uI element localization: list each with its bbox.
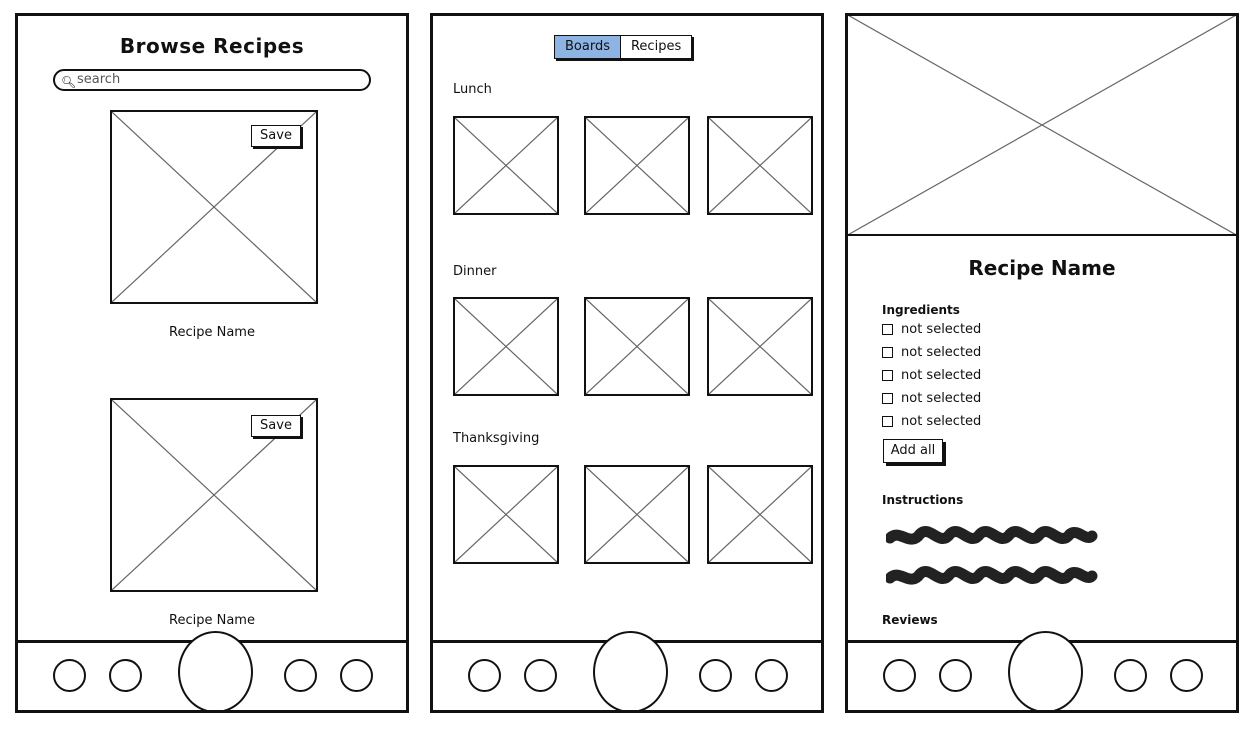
nav-circle-button[interactable] bbox=[284, 659, 317, 692]
recipe-name: Recipe Name bbox=[169, 325, 255, 340]
section-label-dinner: Dinner bbox=[453, 264, 497, 279]
home-button[interactable] bbox=[593, 631, 668, 710]
nav-circle-button[interactable] bbox=[1170, 659, 1203, 692]
bottom-nav-bar bbox=[18, 631, 406, 710]
hero-image bbox=[848, 16, 1236, 236]
ingredient-label: not selected bbox=[901, 391, 982, 406]
board-thumbnail[interactable] bbox=[453, 465, 559, 564]
recipe-name: Recipe Name bbox=[169, 613, 255, 628]
nav-circle-button[interactable] bbox=[340, 659, 373, 692]
board-thumbnail[interactable] bbox=[453, 297, 559, 396]
ingredient-row[interactable]: not selected bbox=[882, 368, 981, 383]
search-placeholder: search bbox=[77, 72, 121, 87]
board-thumbnail[interactable] bbox=[584, 465, 690, 564]
nav-circle-button[interactable] bbox=[939, 659, 972, 692]
nav-circle-button[interactable] bbox=[53, 659, 86, 692]
checkbox[interactable] bbox=[882, 393, 893, 404]
board-thumbnail[interactable] bbox=[584, 297, 690, 396]
ingredients-heading: Ingredients bbox=[882, 303, 960, 317]
ingredient-label: not selected bbox=[901, 414, 982, 429]
nav-circle-button[interactable] bbox=[524, 659, 557, 692]
board-thumbnail[interactable] bbox=[707, 465, 813, 564]
nav-circle-button[interactable] bbox=[468, 659, 501, 692]
tab-recipes[interactable]: Recipes bbox=[630, 39, 682, 54]
section-label-lunch: Lunch bbox=[453, 82, 492, 97]
save-button[interactable]: Save bbox=[251, 125, 301, 147]
instructions-heading: Instructions bbox=[882, 493, 964, 507]
divider bbox=[848, 234, 1236, 236]
segmented-control: Boards Recipes bbox=[554, 35, 693, 59]
add-all-button[interactable]: Add all bbox=[883, 439, 943, 463]
ingredient-label: not selected bbox=[901, 322, 982, 337]
nav-circle-button[interactable] bbox=[1114, 659, 1147, 692]
checkbox[interactable] bbox=[882, 324, 893, 335]
section-label-thanksgiving: Thanksgiving bbox=[453, 431, 540, 446]
browse-screen: Browse Recipes 🔍︎ search Save Recipe Nam… bbox=[15, 13, 409, 713]
recipe-detail-screen: Recipe Name Ingredients not selected not… bbox=[845, 13, 1239, 713]
ingredient-row[interactable]: not selected bbox=[882, 345, 981, 360]
tab-boards[interactable]: Boards bbox=[555, 36, 621, 58]
page-title: Browse Recipes bbox=[119, 34, 305, 58]
ingredient-row[interactable]: not selected bbox=[882, 391, 981, 406]
board-thumbnail[interactable] bbox=[707, 116, 813, 215]
board-thumbnail[interactable] bbox=[707, 297, 813, 396]
board-thumbnail[interactable] bbox=[453, 116, 559, 215]
nav-circle-button[interactable] bbox=[883, 659, 916, 692]
ingredient-row[interactable]: not selected bbox=[882, 414, 981, 429]
nav-circle-button[interactable] bbox=[755, 659, 788, 692]
nav-circle-button[interactable] bbox=[109, 659, 142, 692]
boards-screen: Boards Recipes Lunch Dinner Thanksgiving bbox=[430, 13, 824, 713]
board-thumbnail[interactable] bbox=[584, 116, 690, 215]
home-button[interactable] bbox=[1008, 631, 1083, 710]
search-input[interactable]: 🔍︎ search bbox=[53, 69, 371, 91]
recipe-title: Recipe Name bbox=[968, 256, 1116, 280]
checkbox[interactable] bbox=[882, 416, 893, 427]
scribble-text-placeholder bbox=[886, 526, 1098, 585]
home-button[interactable] bbox=[178, 631, 253, 710]
ingredient-label: not selected bbox=[901, 368, 982, 383]
bottom-nav-bar bbox=[433, 631, 821, 710]
save-button[interactable]: Save bbox=[251, 415, 301, 437]
checkbox[interactable] bbox=[882, 347, 893, 358]
nav-circle-button[interactable] bbox=[699, 659, 732, 692]
checkbox[interactable] bbox=[882, 370, 893, 381]
reviews-heading: Reviews bbox=[882, 613, 938, 627]
bottom-nav-bar bbox=[848, 631, 1236, 710]
ingredient-label: not selected bbox=[901, 345, 982, 360]
magnifier-icon: 🔍︎ bbox=[61, 75, 77, 89]
ingredient-row[interactable]: not selected bbox=[882, 322, 981, 337]
